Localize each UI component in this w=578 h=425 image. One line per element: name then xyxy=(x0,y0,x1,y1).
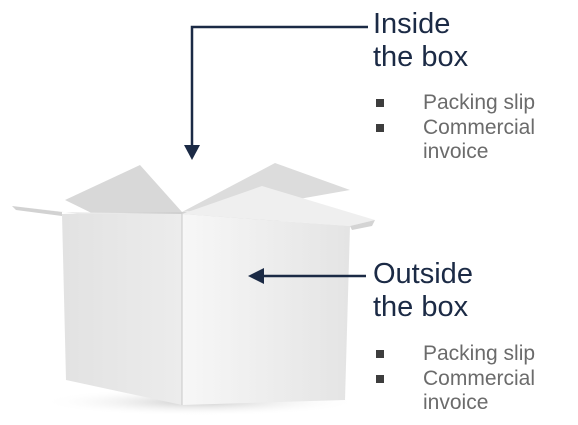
inside-heading-line1: Inside xyxy=(373,8,468,41)
inside-arrow-head xyxy=(184,145,200,160)
bullet-icon xyxy=(376,99,384,107)
outside-list-item: Packing slip xyxy=(373,342,573,366)
inside-heading-line2: the box xyxy=(373,41,468,74)
outside-list: Packing slip Commercial invoice xyxy=(373,342,573,416)
inside-heading: Inside the box xyxy=(373,8,468,74)
bullet-icon xyxy=(376,375,384,383)
inside-list-item: Commercial invoice xyxy=(373,116,573,164)
outside-list-item: Commercial invoice xyxy=(373,367,573,415)
inside-item-2-line2: invoice xyxy=(423,140,573,164)
box-front-face xyxy=(62,214,182,405)
inside-list: Packing slip Commercial invoice xyxy=(373,91,573,165)
inside-list-item: Packing slip xyxy=(373,91,573,115)
bullet-icon xyxy=(376,350,384,358)
outside-item-1-text: Packing slip xyxy=(423,342,573,366)
outside-heading-line2: the box xyxy=(373,291,473,324)
box-side-face xyxy=(182,214,350,405)
bullet-icon xyxy=(376,124,384,132)
outside-heading: Outside the box xyxy=(373,258,473,324)
outside-item-2-line2: invoice xyxy=(423,391,573,415)
outside-item-2-line1: Commercial xyxy=(423,367,573,391)
inside-item-1-text: Packing slip xyxy=(423,91,573,115)
outside-heading-line1: Outside xyxy=(373,258,473,291)
inside-item-2-line1: Commercial xyxy=(423,116,573,140)
inside-arrow-line xyxy=(192,27,368,148)
